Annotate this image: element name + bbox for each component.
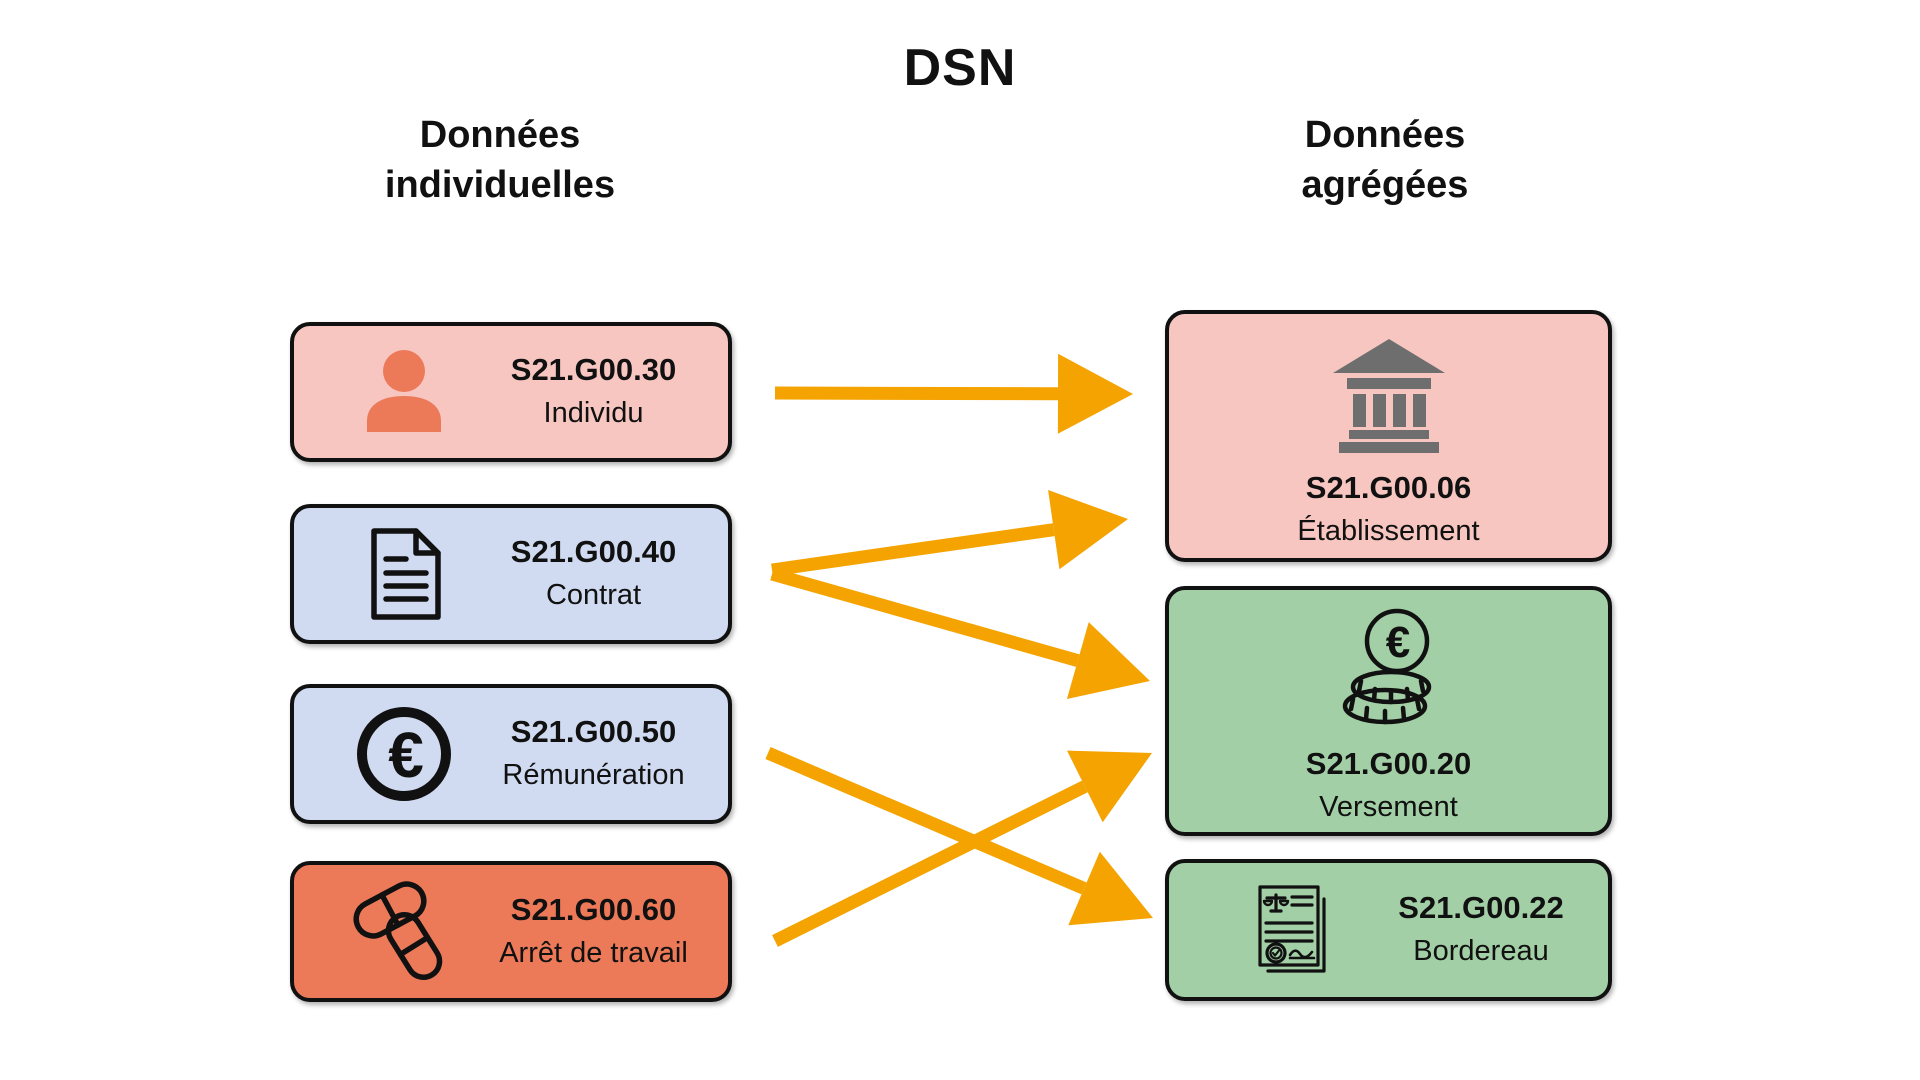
block-label: Versement <box>1319 790 1458 823</box>
column-header-line: Données <box>419 114 581 156</box>
block-label: Contrat <box>545 579 642 612</box>
column-header-aggregated-data: Données agrégées <box>1140 110 1630 210</box>
block-code: S21.G00.30 <box>510 352 677 388</box>
pills-icon <box>329 880 479 984</box>
svg-text:€: € <box>388 719 424 791</box>
arrow-contrat-to-etablissement <box>771 490 1128 577</box>
block-text: S21.G00.30 Individu <box>479 351 708 432</box>
block-code: S21.G00.22 <box>1398 890 1564 926</box>
column-header-line: individuelles <box>384 164 616 207</box>
legal-document-icon <box>1214 881 1374 979</box>
block-label: Établissement <box>1297 514 1480 547</box>
block-text: S21.G00.22 Bordereau <box>1374 889 1588 970</box>
block-versement: € S21.G00.20 Versement <box>1165 586 1612 836</box>
block-etablissement: S21.G00.06 Établissement <box>1165 310 1612 562</box>
arrow-individu-to-etablissement <box>774 353 1133 434</box>
block-code: S21.G00.40 <box>510 534 677 570</box>
block-contrat: S21.G00.40 Contrat <box>290 504 732 644</box>
block-bordereau: S21.G00.22 Bordereau <box>1165 859 1612 1001</box>
block-label: Individu <box>543 397 644 430</box>
coins-icon: € <box>1335 606 1443 731</box>
svg-text:€: € <box>1385 618 1409 667</box>
block-code: S21.G00.60 <box>510 891 677 927</box>
column-header-individual-data: Données individuelles <box>250 110 750 210</box>
page-title: DSN <box>903 39 1017 97</box>
arrow-remuneration-to-bordereau <box>765 747 1153 926</box>
person-icon <box>329 342 479 442</box>
block-label: Bordereau <box>1413 935 1549 968</box>
block-remuneration: € S21.G00.50 Rémunération <box>290 684 732 824</box>
block-label: Rémunération <box>502 759 685 792</box>
block-text: S21.G00.40 Contrat <box>479 533 708 614</box>
arrow-contrat-to-versement <box>770 567 1150 700</box>
document-icon <box>329 525 479 623</box>
block-arret-de-travail: S21.G00.60 Arrêt de travail <box>290 861 732 1002</box>
euro-circle-icon: € <box>329 704 479 804</box>
bank-icon <box>1327 330 1451 455</box>
column-header-line: Données <box>1304 114 1466 156</box>
block-text: S21.G00.50 Rémunération <box>479 713 708 794</box>
arrow-arret_de_travail-to-versement <box>772 750 1152 947</box>
block-code: S21.G00.06 <box>1305 470 1472 505</box>
block-individu: S21.G00.30 Individu <box>290 322 732 462</box>
block-text: S21.G00.60 Arrêt de travail <box>479 891 708 972</box>
block-label: Arrêt de travail <box>499 936 688 969</box>
column-header-line: agrégées <box>1301 164 1469 207</box>
block-code: S21.G00.50 <box>510 714 677 750</box>
block-code: S21.G00.20 <box>1305 746 1472 781</box>
